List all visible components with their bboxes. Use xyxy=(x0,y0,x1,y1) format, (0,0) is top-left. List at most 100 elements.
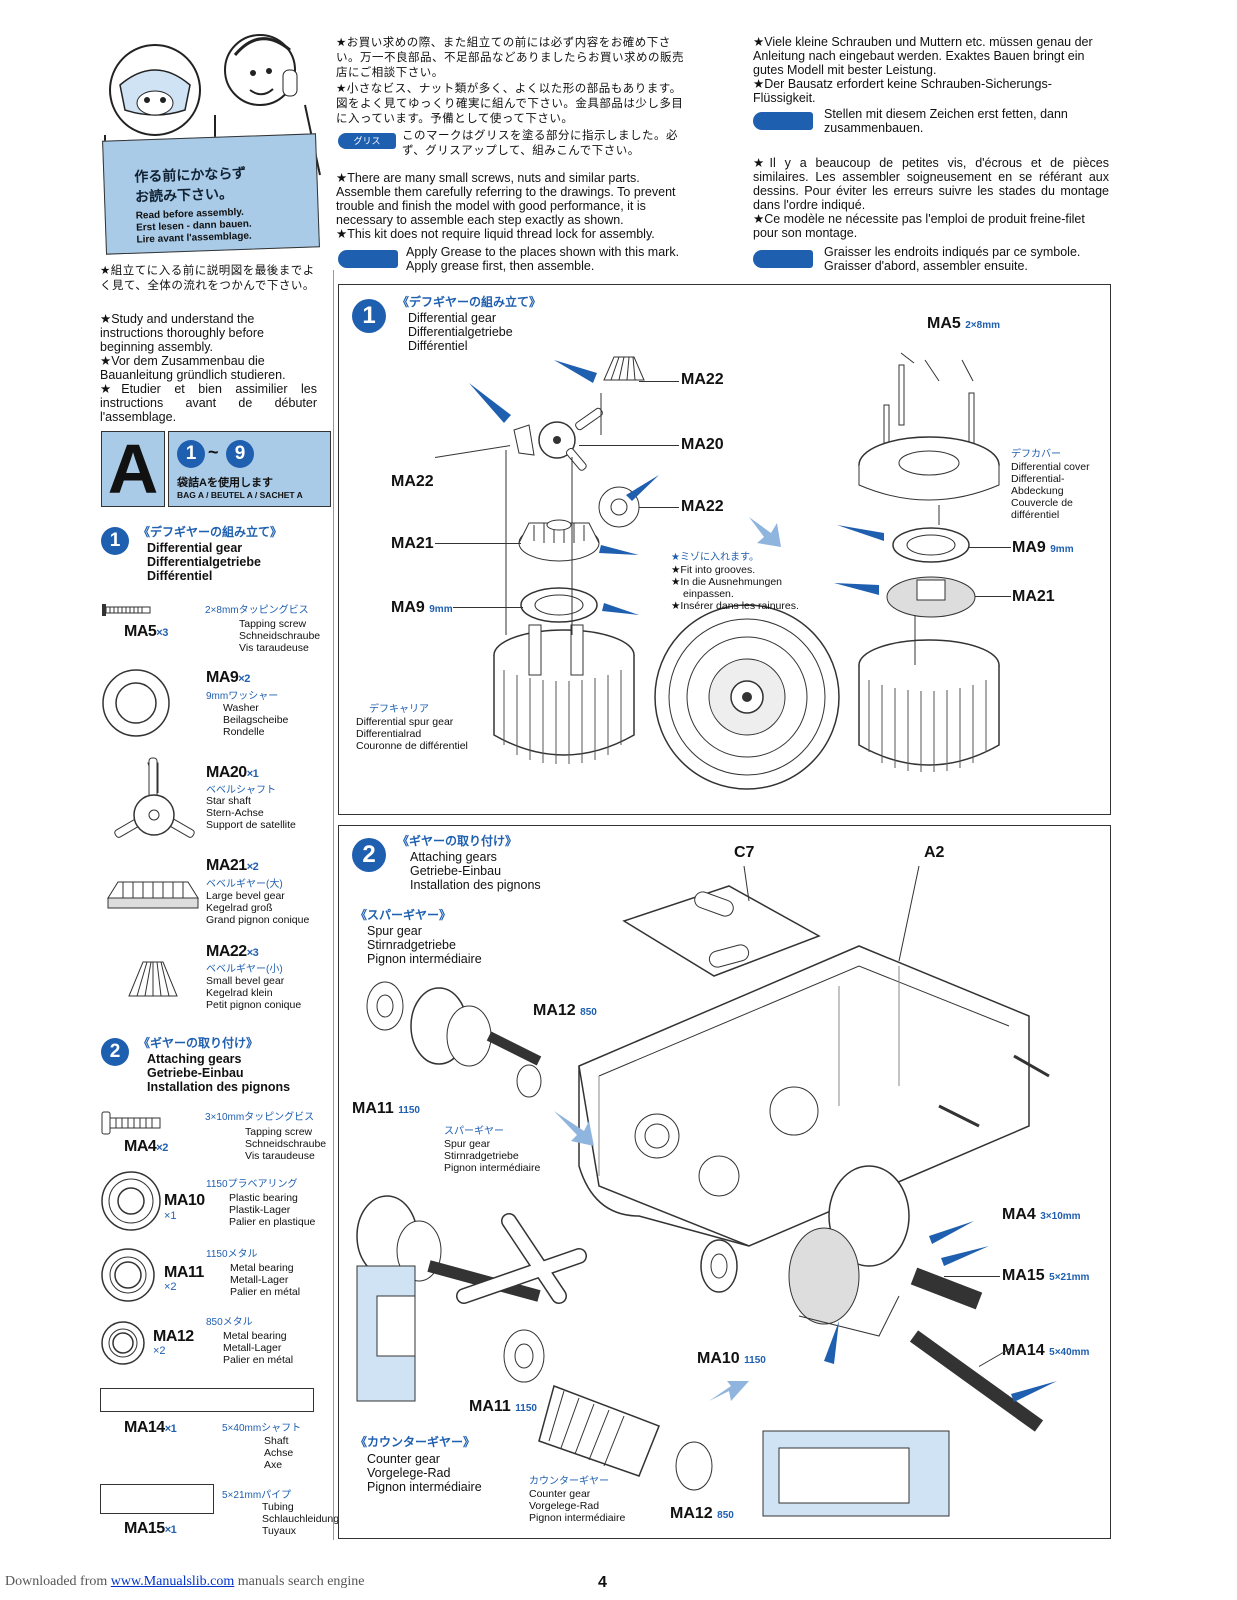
part-en: Tubing xyxy=(262,1501,294,1513)
grease-mark-icon xyxy=(338,250,398,268)
part-code: MA9×2 xyxy=(206,669,250,686)
d2-label-ma12-bot: MA12 850 xyxy=(670,1505,734,1522)
read-before-panel: 作る前にかならず お読み下さい。 Read before assembly. E… xyxy=(102,133,320,255)
d1-badge: 1 xyxy=(352,299,386,333)
d1-carrier-de: Differentialrad xyxy=(356,728,422,740)
d2-counter-head: 《カウンターギヤー》 xyxy=(355,1435,476,1449)
part-fr: Palier en plastique xyxy=(229,1216,316,1228)
d1-groove-de2: einpassen. xyxy=(683,588,734,600)
d2-label-a2: A2 xyxy=(924,844,945,861)
washer-icon xyxy=(102,669,170,737)
bag-letter: A xyxy=(107,430,159,508)
gearbox-exploded-drawing xyxy=(356,865,1057,1517)
step-from-badge: 1 xyxy=(177,440,205,468)
d2-label-c7: C7 xyxy=(734,844,755,861)
footer-downloaded: Downloaded from www.Manualslib.com manua… xyxy=(5,1574,365,1589)
part-en: Tapping screw xyxy=(245,1126,313,1138)
step2-fr: Installation des pignons xyxy=(147,1080,291,1094)
part-de: Kegelrad groß xyxy=(206,902,273,914)
step2-en: Attaching gears xyxy=(147,1052,242,1066)
notes-de-grease2: zusammenbauen. xyxy=(824,121,924,135)
d1-label-ma9: MA9 9mm xyxy=(391,599,453,616)
d1-jp: 《デフギヤーの組み立て》 xyxy=(397,295,542,309)
d1-groove-de1: ★In die Ausnehmungen xyxy=(671,576,782,588)
bag-letter-box: A xyxy=(101,431,165,507)
plastic-bearing-icon xyxy=(101,1171,161,1231)
part-code: MA20×1 xyxy=(206,764,259,781)
d2-counter2-de: Vorgelege-Rad xyxy=(529,1500,600,1512)
notes-jp-p1: ★お買い求めの際、また組立ての前には必ず内容をお確め下さい。万一不良部品、不足部… xyxy=(336,35,684,79)
notes-fr-grease1: Graisser les endroits indiqués par ce sy… xyxy=(824,245,1081,259)
part-fr: Support de satellite xyxy=(206,819,296,831)
manualslib-link[interactable]: www.Manualslib.com xyxy=(110,1574,235,1589)
part-de: Schneidschraube xyxy=(245,1138,327,1150)
d1-label-ma20: MA20 xyxy=(681,436,724,453)
notes-jp-p2: ★小さなビス、ナット類が多く、よく以た形の部品もあります。図をよく見てゆっくり確… xyxy=(336,81,684,125)
d2-fr: Installation des pignons xyxy=(410,878,541,892)
part-en: Tapping screw xyxy=(239,618,307,630)
leader xyxy=(435,543,521,544)
part-fr: Vis taraudeuse xyxy=(245,1150,315,1162)
shaft-icon xyxy=(100,1388,314,1412)
step-range-sep: ~ xyxy=(208,442,219,462)
leader xyxy=(579,445,679,446)
grease-mark-icon xyxy=(753,112,813,130)
step2-badge: 2 xyxy=(101,1038,129,1066)
metal-bearing-icon xyxy=(101,1321,145,1365)
notes-de-p2: ★Der Bausatz erfordert keine Schrauben-S… xyxy=(753,77,1052,105)
part-fr: Tuyaux xyxy=(262,1525,297,1537)
star-shaft-icon xyxy=(114,757,195,838)
part-fr: Palier en métal xyxy=(230,1286,301,1298)
part-fr: Vis taraudeuse xyxy=(239,642,309,654)
d1-label-ma21: MA21 xyxy=(391,535,434,552)
d2-spur2-en: Spur gear xyxy=(444,1138,491,1150)
notes-en-grease2: Apply grease first, then assemble. xyxy=(406,259,595,273)
d2-label-ma14: MA14 5×40mm xyxy=(1002,1342,1090,1359)
d1-label-ma9-right: MA9 9mm xyxy=(1012,539,1074,556)
part-code: MA11 xyxy=(164,1264,204,1281)
d1-label-ma22-top: MA22 xyxy=(681,371,724,388)
bag-label: BAG A / BEUTEL A / SACHET A xyxy=(177,490,303,500)
d2-counter2-jp: カウンターギヤー xyxy=(529,1476,609,1487)
mechanics-cartoon xyxy=(75,15,335,176)
d2-badge: 2 xyxy=(352,838,386,872)
step1-jp: 《デフギヤーの組み立て》 xyxy=(138,525,283,539)
part-jp: 2×8mmタッピングビス xyxy=(205,605,309,616)
step2-jp: 《ギヤーの取り付け》 xyxy=(138,1036,259,1050)
part-en: Plastic bearing xyxy=(229,1192,298,1204)
d1-fr: Différentiel xyxy=(408,339,468,353)
leader xyxy=(975,596,1011,597)
panel-jp-line2: お読み下さい。 xyxy=(134,185,234,205)
d2-spur-en: Spur gear xyxy=(367,924,422,938)
d1-label-ma22-right: MA22 xyxy=(681,498,724,515)
step1-de: Differentialgetriebe xyxy=(147,555,261,569)
d2-counter-de: Vorgelege-Rad xyxy=(367,1466,451,1480)
leader xyxy=(639,381,679,382)
d2-spur2-de: Stirnradgetriebe xyxy=(444,1150,519,1162)
d1-groove-en: ★Fit into grooves. xyxy=(671,564,756,576)
d2-en: Attaching gears xyxy=(410,850,497,864)
bag-jp: 袋詰Aを使用します xyxy=(177,477,273,489)
part-en: Large bevel gear xyxy=(206,890,285,902)
page-number: 4 xyxy=(598,1574,607,1591)
part-code: MA5×3 xyxy=(124,623,168,640)
part-en: Washer xyxy=(223,702,259,714)
large-bevel-gear-icon xyxy=(107,881,199,909)
d1-cover-fr1: Couvercle de xyxy=(1011,497,1073,509)
diagram-step1: 1 《デフギヤーの組み立て》 Differential gear Differe… xyxy=(338,284,1111,815)
part-jp: 5×40mmシャフト xyxy=(222,1423,302,1434)
part-jp: 5×21mmパイプ xyxy=(222,1490,292,1501)
d1-groove-fr: ★Insérer dans les rainures. xyxy=(671,600,799,612)
d1-label-ma22-left: MA22 xyxy=(391,473,434,490)
diagram-step2: 2 《ギヤーの取り付け》 Attaching gears Getriebe-Ei… xyxy=(338,825,1111,1539)
part-en: Metal bearing xyxy=(223,1330,287,1342)
part-jp: 3×10mmタッピングビス xyxy=(205,1112,315,1123)
part-en: Small bevel gear xyxy=(206,975,285,987)
step2-de: Getriebe-Einbau xyxy=(147,1066,244,1080)
d1-carrier-en: Differential spur gear xyxy=(356,716,454,728)
part-code: MA10 xyxy=(164,1192,205,1209)
grease-tag: グリス xyxy=(338,133,396,149)
d2-counter-en: Counter gear xyxy=(367,1452,440,1466)
part-fr: Palier en métal xyxy=(223,1354,294,1366)
d2-spur2-fr: Pignon intermédiaire xyxy=(444,1162,541,1174)
